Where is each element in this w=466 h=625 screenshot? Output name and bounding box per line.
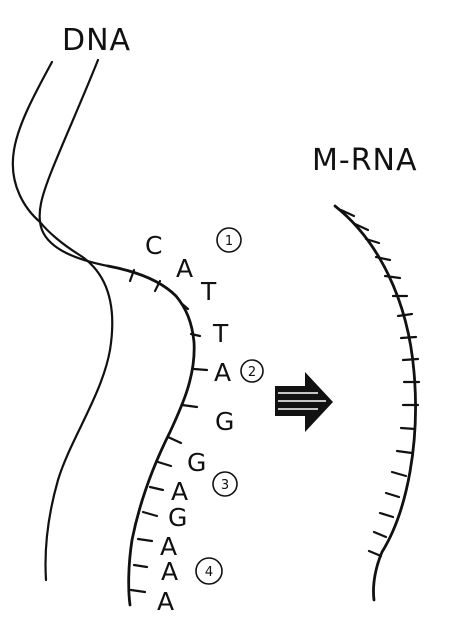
base-a: A xyxy=(157,587,174,616)
base-t: T xyxy=(200,277,217,306)
step-number: 3 xyxy=(221,478,229,493)
step-number: 2 xyxy=(248,365,256,380)
dna-label: DNA xyxy=(62,23,131,58)
dna-template-strand xyxy=(108,266,194,605)
base-g: G xyxy=(168,503,187,532)
mrna-strand xyxy=(335,206,416,600)
step-number: 1 xyxy=(225,234,233,249)
base-c: C xyxy=(145,231,162,260)
base-t: T xyxy=(212,319,229,348)
mrna-label: M-RNA xyxy=(312,143,418,178)
dna-strand-right xyxy=(40,60,108,266)
base-a: A xyxy=(171,477,188,506)
base-letters: C A T T A G G A G A A A xyxy=(145,231,234,616)
base-a: A xyxy=(161,557,178,586)
base-a: A xyxy=(214,358,231,387)
base-g: G xyxy=(215,407,234,436)
base-a: A xyxy=(176,254,193,283)
base-g: G xyxy=(187,448,206,477)
dna-strand-left xyxy=(13,62,112,580)
step-number: 4 xyxy=(205,565,213,580)
mrna-base-ticks xyxy=(341,210,419,556)
right-arrow-icon xyxy=(275,372,333,432)
